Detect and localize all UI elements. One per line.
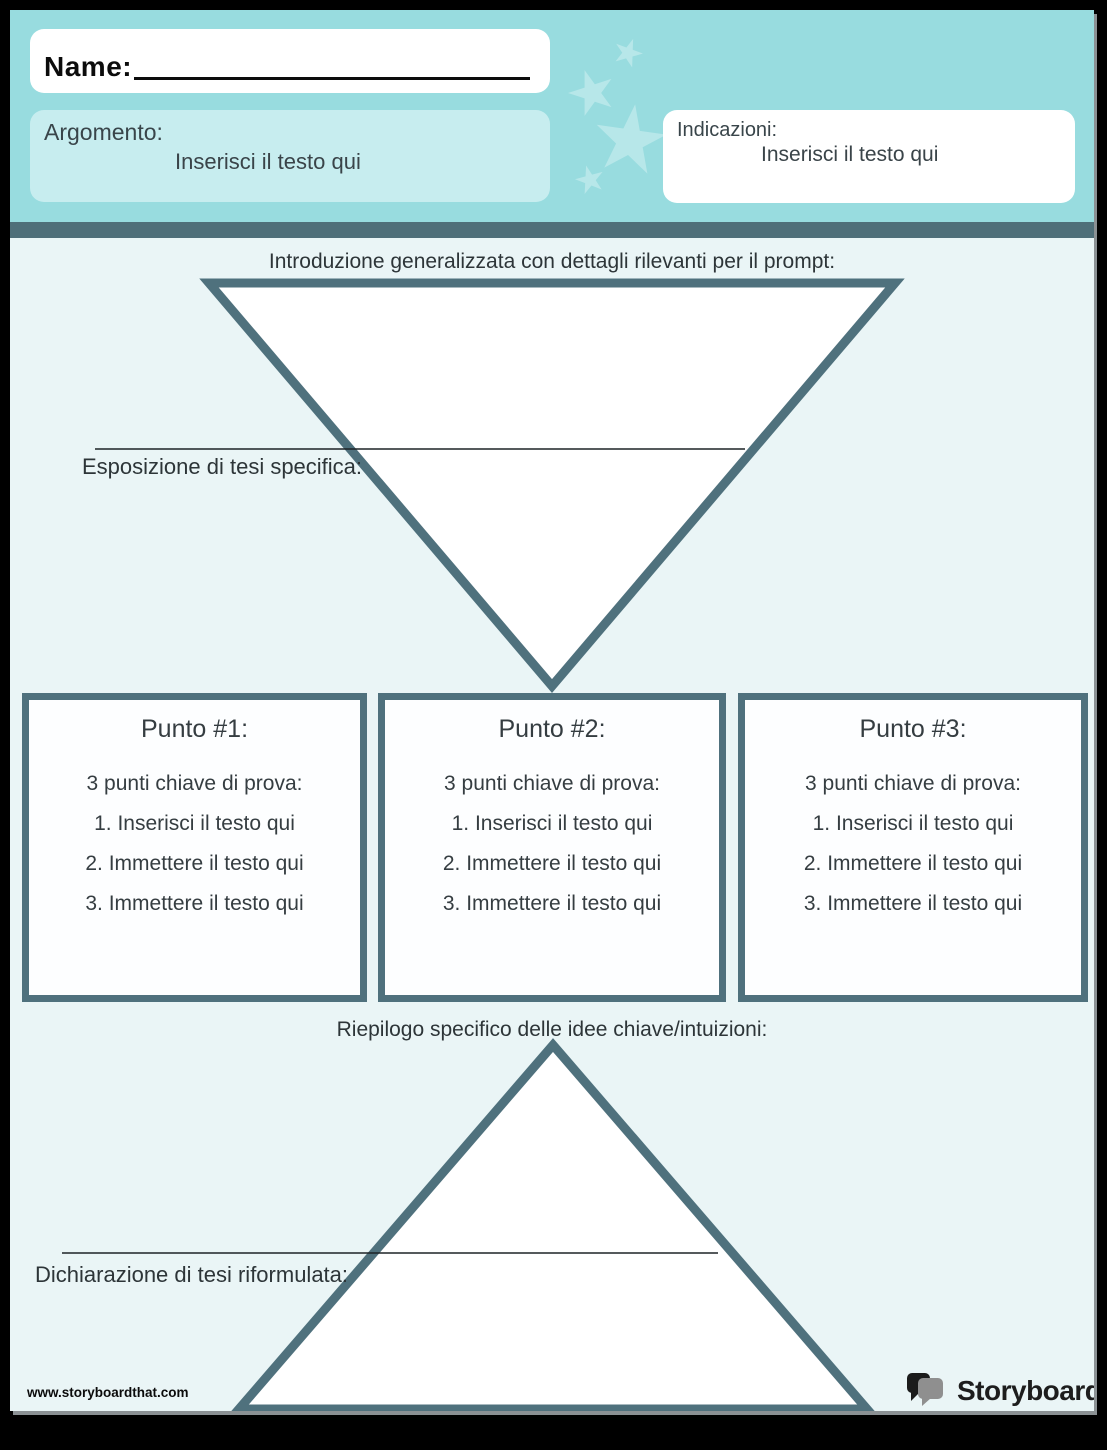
logo-text-storyboard: Storyboard bbox=[957, 1375, 1094, 1406]
directions-box: Indicazioni: Inserisci il testo qui bbox=[663, 110, 1075, 203]
point-line[interactable]: 2. Immettere il testo qui bbox=[85, 852, 304, 875]
topic-value[interactable]: Inserisci il testo qui bbox=[175, 149, 361, 174]
point-line: 3 punti chiave di prova: bbox=[805, 772, 1021, 795]
restated-label: Dichiarazione di tesi riformulata: bbox=[35, 1262, 349, 1287]
name-underline[interactable] bbox=[134, 77, 530, 80]
point-line: 3 punti chiave di prova: bbox=[444, 772, 660, 795]
point-line[interactable]: 2. Immettere il testo qui bbox=[442, 852, 662, 875]
point-box-3: Punto #3: 3 punti chiave di prova: 1. In… bbox=[738, 693, 1088, 1002]
worksheet-page: Name: Argomento: Inserisci il testo qui … bbox=[10, 10, 1094, 1411]
footer-url: www.storyboardthat.com bbox=[27, 1385, 189, 1400]
divider-bar bbox=[10, 222, 1094, 238]
point-box-1: Punto #1: 3 punti chiave di prova: 1. In… bbox=[22, 693, 367, 1002]
point-title: Punto #1: bbox=[140, 715, 249, 743]
star-icon bbox=[615, 38, 643, 68]
topic-box: Argomento: Inserisci il testo qui bbox=[30, 110, 550, 202]
point-line[interactable]: 2. Immettere il testo qui bbox=[803, 852, 1023, 875]
point-line[interactable]: 1. Inserisci il testo qui bbox=[812, 812, 1014, 835]
point-lines: 3 punti chiave di prova: 1. Inserisci il… bbox=[29, 764, 360, 924]
point-line[interactable]: 3. Immettere il testo qui bbox=[442, 892, 662, 915]
inverted-triangle-shape bbox=[199, 278, 905, 693]
point-line[interactable]: 1. Inserisci il testo qui bbox=[451, 812, 653, 835]
point-line[interactable]: 3. Immettere il testo qui bbox=[85, 892, 304, 915]
storyboardthat-logo: StoryboardThat bbox=[905, 1370, 1094, 1411]
pyramid-triangle-shape bbox=[231, 1038, 875, 1411]
point-lines: 3 punti chiave di prova: 1. Inserisci il… bbox=[745, 764, 1081, 924]
topic-label: Argomento: bbox=[44, 119, 163, 145]
point-title: Punto #2: bbox=[498, 715, 606, 743]
stars-decoration bbox=[568, 38, 667, 195]
point-lines: 3 punti chiave di prova: 1. Inserisci il… bbox=[385, 764, 719, 924]
directions-label: Indicazioni: bbox=[677, 119, 778, 141]
point-title: Punto #3: bbox=[859, 715, 967, 743]
name-label: Name: bbox=[44, 51, 133, 82]
intro-label: Introduzione generalizzata con dettagli … bbox=[268, 250, 836, 273]
star-icon bbox=[575, 165, 603, 195]
thesis-label: Esposizione di tesi specifica: bbox=[82, 454, 363, 479]
speech-bubbles-icon bbox=[907, 1373, 943, 1406]
point-box-2: Punto #2: 3 punti chiave di prova: 1. In… bbox=[378, 693, 726, 1002]
point-line[interactable]: 1. Inserisci il testo qui bbox=[94, 812, 295, 835]
directions-value[interactable]: Inserisci il testo qui bbox=[761, 143, 939, 166]
header: Name: Argomento: Inserisci il testo qui … bbox=[10, 10, 1094, 222]
name-box: Name: bbox=[30, 29, 550, 93]
logo-text: StoryboardThat bbox=[957, 1371, 1094, 1411]
star-icon bbox=[568, 70, 612, 116]
point-line: 3 punti chiave di prova: bbox=[86, 772, 303, 795]
point-line[interactable]: 3. Immettere il testo qui bbox=[803, 892, 1023, 915]
star-icon bbox=[596, 104, 667, 174]
summary-label: Riepilogo specifico delle idee chiave/in… bbox=[336, 1018, 768, 1041]
